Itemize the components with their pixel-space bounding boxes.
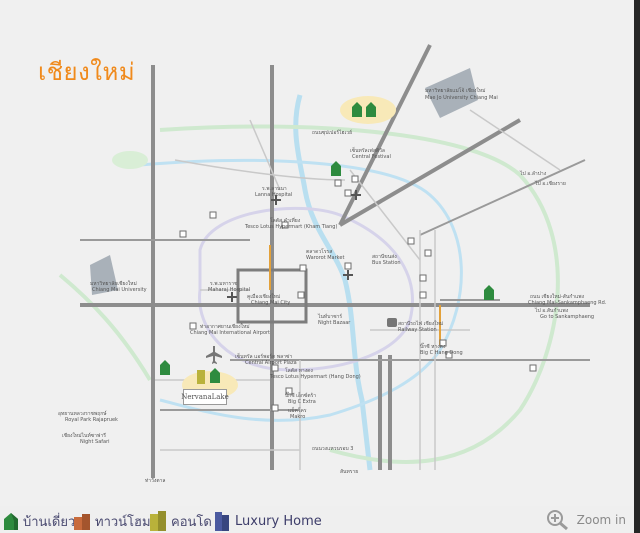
hospital-icon bbox=[227, 292, 237, 302]
label-bus-station: สถานีขนส่ง bbox=[372, 253, 397, 260]
label-big-c-extra-en: Big C Extra bbox=[288, 399, 316, 405]
label-bus-station-en: Bus Station bbox=[372, 260, 401, 266]
label-to-chiang-rai: ไป อ.เชียงราย bbox=[534, 180, 566, 187]
hospital-icon bbox=[351, 190, 361, 200]
label-sankamphaeng-rd: ถนน เชียงใหม่-สันกำแพง bbox=[530, 293, 585, 300]
house-icon bbox=[210, 368, 220, 383]
condo-icon bbox=[150, 511, 166, 531]
label-san-sai: สันทราย bbox=[340, 469, 358, 475]
legend-label-house: บ้านเดี่ยว bbox=[23, 514, 76, 530]
label-warorot-en: Warorot Market bbox=[306, 255, 344, 261]
label-big-c-hangdong: บิ๊กซี หางดง bbox=[420, 342, 446, 350]
label-royal-park: อุทยานหลวงราชพฤกษ์ bbox=[58, 410, 107, 417]
label-night-safari: เชียงใหม่ไนท์ซาฟารี bbox=[62, 432, 106, 439]
label-to-lampang: ไป อ.ลำปาง bbox=[519, 170, 547, 177]
label-central-en: Central Festival bbox=[352, 154, 391, 160]
zoom-label: Zoom in bbox=[576, 513, 626, 527]
label-lanna: ร.พ.ลานนา bbox=[262, 186, 287, 192]
label-railway-en: Railway Station bbox=[398, 327, 437, 333]
house-icon bbox=[352, 102, 362, 117]
legend: บ้านเดี่ยว ทาวน์โฮม คอนโด Luxury Home bbox=[0, 508, 640, 533]
legend-item-luxury[interactable]: Luxury Home bbox=[212, 510, 322, 532]
zoom-in-button[interactable]: Zoom in bbox=[545, 508, 626, 532]
railway-icon bbox=[387, 318, 397, 327]
label-tesco-kham: โลตัส คำเที่ยง bbox=[270, 217, 301, 224]
label-sankamphaeng-rd-en: Chiang Mai-Sankamphaeng Rd. bbox=[528, 300, 607, 306]
label-tha-wang-tan: ท่าวังตาล bbox=[145, 478, 165, 484]
label-night-bazaar: ไนท์บาซาร์ bbox=[317, 313, 342, 320]
legend-item-townhome[interactable]: ทาวน์โฮม bbox=[72, 510, 151, 532]
label-old-city: คูเมืองเชียงใหม่ bbox=[247, 293, 280, 300]
hospital-icon bbox=[271, 195, 281, 205]
window-edge bbox=[634, 0, 640, 533]
label-royal-park-en: Royal Park Rajapruek bbox=[65, 417, 118, 423]
label-makro: แม็คโคร bbox=[288, 406, 307, 414]
label-cmu-en: Chiang Mai University bbox=[92, 287, 147, 293]
project-marker[interactable]: NervanaLake bbox=[181, 389, 229, 405]
label-old-city-en: Chiang Mai City bbox=[251, 300, 290, 306]
house-icon bbox=[331, 161, 341, 176]
legend-item-condo[interactable]: คอนโด bbox=[148, 510, 212, 532]
label-airport: ท่าอากาศยานเชียงใหม่ bbox=[200, 323, 250, 330]
ping-river bbox=[293, 94, 373, 471]
label-mae-jo-en: Mae Jo University Chiang Mai bbox=[425, 95, 498, 101]
label-night-safari-en: Night Safari bbox=[80, 439, 110, 445]
label-big-c-hangdong-en: Big C Hang Dong bbox=[420, 350, 463, 356]
chiang-mai-university-area bbox=[90, 255, 118, 295]
label-to-sankamphaeng-en: Go to Sankamphaeng bbox=[540, 314, 594, 320]
luxury-home-icon bbox=[215, 512, 229, 531]
label-airport-en: Chiang Mai International Airport bbox=[190, 330, 270, 336]
label-night-bazaar-en: Night Bazaar bbox=[318, 320, 351, 326]
label-superhighway: ถนนซุปเปอร์ไฮเวย์ bbox=[312, 129, 352, 136]
label-warorot: ตลาดวโรรส bbox=[306, 248, 332, 255]
label-ring-road: ถนนวงแหวนรอบ 3 bbox=[312, 446, 354, 452]
house-icon bbox=[484, 285, 494, 300]
magnifier-zoom-icon bbox=[546, 510, 568, 531]
old-city-moat bbox=[236, 268, 308, 324]
label-central-airport-en: Central Airport Plaza bbox=[245, 360, 297, 366]
label-tesco-kham-en: Tesco Lotus Hypermart (Kham Tiang) bbox=[244, 224, 337, 230]
house-markers bbox=[160, 102, 494, 383]
label-makro-en: Makro bbox=[290, 414, 305, 420]
label-tesco-hangdong-en: Tesco Lotus Hypermart (Hang Dong) bbox=[269, 374, 361, 380]
townhome-icon bbox=[74, 514, 90, 530]
legend-label-condo: คอนโด bbox=[171, 514, 212, 530]
legend-label-townhome: ทาวน์โฮม bbox=[95, 514, 151, 530]
label-maharaj-en: Maharaj Hospital bbox=[208, 287, 250, 293]
label-central: เซ็นทรัลเฟสติวัล bbox=[350, 146, 385, 154]
label-to-sankamphaeng: ไป อ.สันกำแพง bbox=[534, 307, 569, 314]
label-cmu: มหาวิทยาลัยเชียงใหม่ bbox=[90, 280, 137, 287]
label-central-airport: เซ็นทรัล แอร์พอร์ต พลาซ่า bbox=[235, 352, 292, 360]
condo-marker bbox=[197, 370, 205, 384]
airplane-icon bbox=[206, 346, 222, 364]
label-tesco-hangdong: โลตัส หางดง bbox=[285, 367, 313, 374]
map-title: เชียงใหม่ bbox=[38, 58, 136, 86]
legend-label-luxury: Luxury Home bbox=[235, 513, 322, 529]
house-icon bbox=[4, 513, 18, 530]
label-lanna-en: Lanna Hospital bbox=[255, 192, 292, 198]
house-icon bbox=[160, 360, 170, 375]
label-mae-jo: มหาวิทยาลัยแม่โจ้ เชียงใหม่ bbox=[425, 87, 485, 94]
green-ring-road bbox=[159, 124, 560, 464]
house-icon bbox=[366, 102, 376, 117]
hospital-icon bbox=[343, 270, 353, 280]
label-railway: สถานีรถไฟ เชียงใหม่ bbox=[398, 320, 443, 327]
inner-ring-road bbox=[198, 206, 414, 372]
project-label: NervanaLake bbox=[181, 393, 229, 401]
mae-jo-university-area bbox=[425, 68, 478, 118]
label-big-c-extra: บิ๊กซี เอ็กซ์ตร้า bbox=[285, 391, 316, 399]
legend-item-house[interactable]: บ้านเดี่ยว bbox=[2, 510, 75, 532]
label-maharaj: ร.พ.มหาราช bbox=[210, 281, 238, 287]
